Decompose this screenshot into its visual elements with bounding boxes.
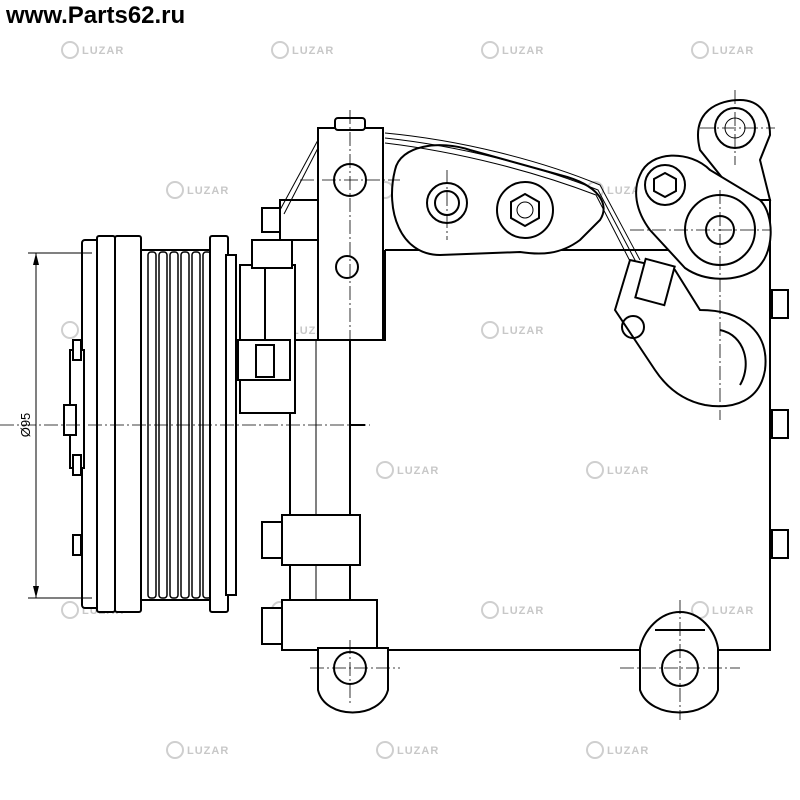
svg-text:LUZAR: LUZAR xyxy=(712,605,754,617)
compressor-body xyxy=(237,98,789,714)
watermark-logo: LUZAR xyxy=(481,321,544,339)
watermark-logo: LUZAR xyxy=(376,461,439,479)
pulley-clutch xyxy=(63,235,237,613)
svg-text:LUZAR: LUZAR xyxy=(292,45,334,57)
svg-text:LUZAR: LUZAR xyxy=(82,45,124,57)
site-url: www.Parts62.ru xyxy=(6,2,186,29)
watermark-logo: LUZAR xyxy=(61,41,124,59)
svg-text:LUZAR: LUZAR xyxy=(502,325,544,337)
svg-text:LUZAR: LUZAR xyxy=(187,745,229,757)
center-lines xyxy=(0,90,775,720)
watermark-logo: LUZAR xyxy=(691,41,754,59)
svg-text:LUZAR: LUZAR xyxy=(502,45,544,57)
watermark-logo: LUZAR xyxy=(481,41,544,59)
svg-text:LUZAR: LUZAR xyxy=(397,465,439,477)
svg-text:LUZAR: LUZAR xyxy=(607,465,649,477)
svg-text:LUZAR: LUZAR xyxy=(712,45,754,57)
watermark-logo: LUZAR xyxy=(691,601,754,619)
watermark-logo: LUZAR xyxy=(271,41,334,59)
svg-text:LUZAR: LUZAR xyxy=(187,185,229,197)
watermark-logo: LUZAR xyxy=(166,181,229,199)
svg-text:LUZAR: LUZAR xyxy=(397,745,439,757)
svg-text:LUZAR: LUZAR xyxy=(607,745,649,757)
watermark-logo: LUZAR xyxy=(481,601,544,619)
watermark-logo: LUZAR xyxy=(376,741,439,759)
watermark-logo: LUZAR xyxy=(166,741,229,759)
watermark-logo: LUZAR xyxy=(586,461,649,479)
watermark-logo: LUZAR xyxy=(586,741,649,759)
svg-text:LUZAR: LUZAR xyxy=(502,605,544,617)
